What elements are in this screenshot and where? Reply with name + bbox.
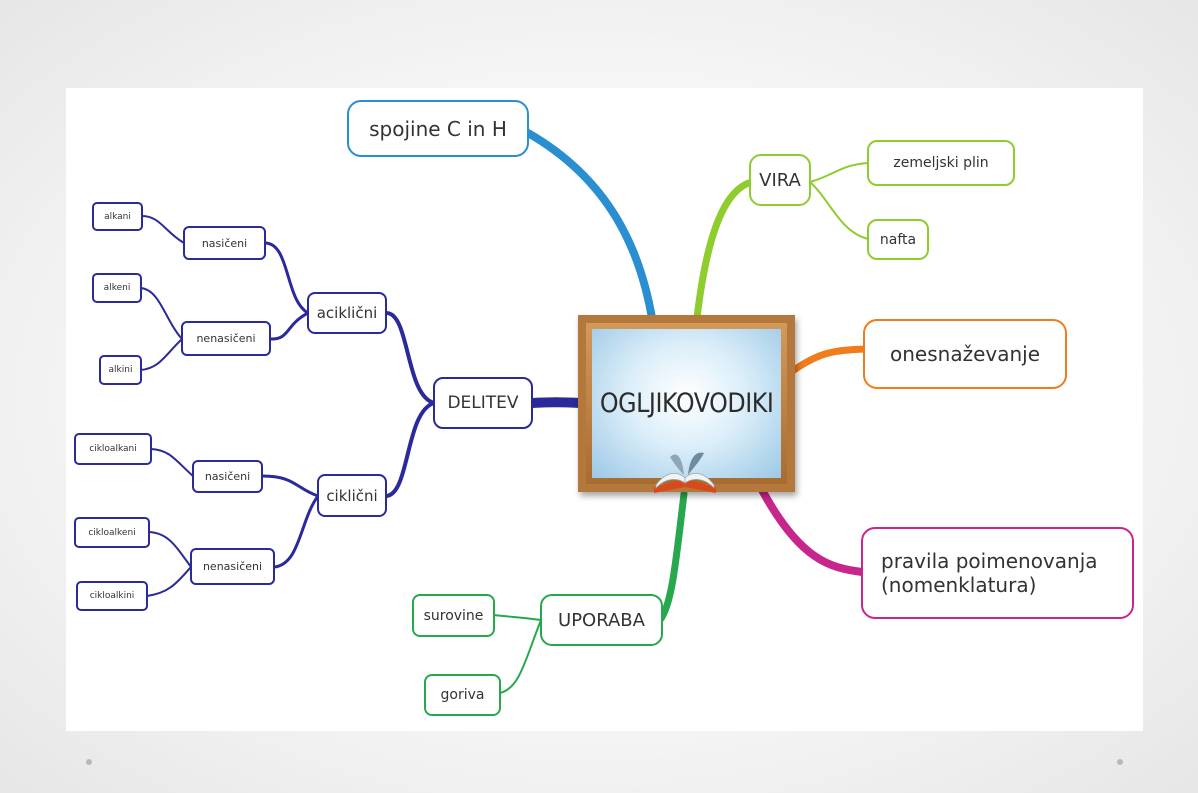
central-topic-board: OGLJIKOVODIKI — [578, 315, 795, 493]
link-cyclic — [385, 401, 435, 498]
naming-line-1: pravila poimenovanja — [881, 549, 1098, 573]
node-cyclic: ciklični — [317, 474, 387, 517]
node-sources: VIRA — [749, 154, 811, 206]
node-compounds: spojine C in H — [347, 100, 529, 157]
link-pollution — [790, 345, 870, 374]
node-cyclic-unsaturated: nenasičeni — [190, 548, 275, 585]
node-usage: UPORABA — [540, 594, 663, 646]
node-division: DELITEV — [433, 377, 533, 429]
node-naming: pravila poimenovanja (nomenklatura) — [861, 527, 1134, 619]
link-division — [531, 397, 581, 408]
node-cycloalkenes: cikloalkeni — [74, 517, 150, 548]
link-alkynes — [140, 338, 183, 371]
link-fuels — [499, 619, 542, 694]
node-cyclic-saturated: nasičeni — [192, 460, 263, 493]
node-raw-materials: surovine — [412, 594, 495, 637]
naming-line-2: (nomenklatura) — [881, 573, 1037, 597]
board-screen: OGLJIKOVODIKI — [592, 329, 781, 478]
node-cycloalkynes: cikloalkini — [76, 581, 148, 611]
link-acyclic-unsaturated — [269, 311, 309, 341]
link-cycloalkynes — [146, 566, 192, 597]
link-acyclic-saturated — [264, 241, 309, 315]
link-sources — [693, 178, 756, 322]
link-alkanes — [141, 215, 185, 244]
node-pollution: onesnaževanje — [863, 319, 1067, 389]
slide-corner-dot-left — [86, 759, 92, 765]
slide-corner-dot-right — [1117, 759, 1123, 765]
link-alkenes — [140, 287, 183, 340]
link-oil — [809, 181, 869, 240]
link-acyclic — [385, 310, 435, 405]
node-acyclic: aciklični — [307, 292, 387, 334]
node-oil: nafta — [867, 219, 929, 260]
node-acyclic-saturated: nasičeni — [183, 226, 266, 260]
node-alkanes: alkani — [92, 202, 143, 231]
link-cycloalkenes — [148, 531, 192, 568]
link-natural-gas — [809, 162, 869, 183]
link-cyclic-unsaturated — [273, 495, 320, 569]
link-raw-materials — [493, 614, 542, 621]
node-natural-gas: zemeljski plin — [867, 140, 1015, 186]
link-compounds — [524, 129, 656, 322]
node-alkynes: alkini — [99, 355, 142, 385]
link-cyclic-saturated — [261, 474, 319, 498]
central-topic-title: OGLJIKOVODIKI — [599, 388, 774, 419]
node-cycloalkanes: cikloalkani — [74, 433, 152, 465]
node-acyclic-unsaturated: nenasičeni — [181, 321, 271, 356]
link-naming — [758, 486, 866, 576]
node-fuels: goriva — [424, 674, 501, 716]
open-book-icon — [654, 452, 716, 493]
node-alkenes: alkeni — [92, 273, 142, 303]
link-cycloalkanes — [150, 448, 194, 477]
link-usage — [656, 490, 688, 624]
